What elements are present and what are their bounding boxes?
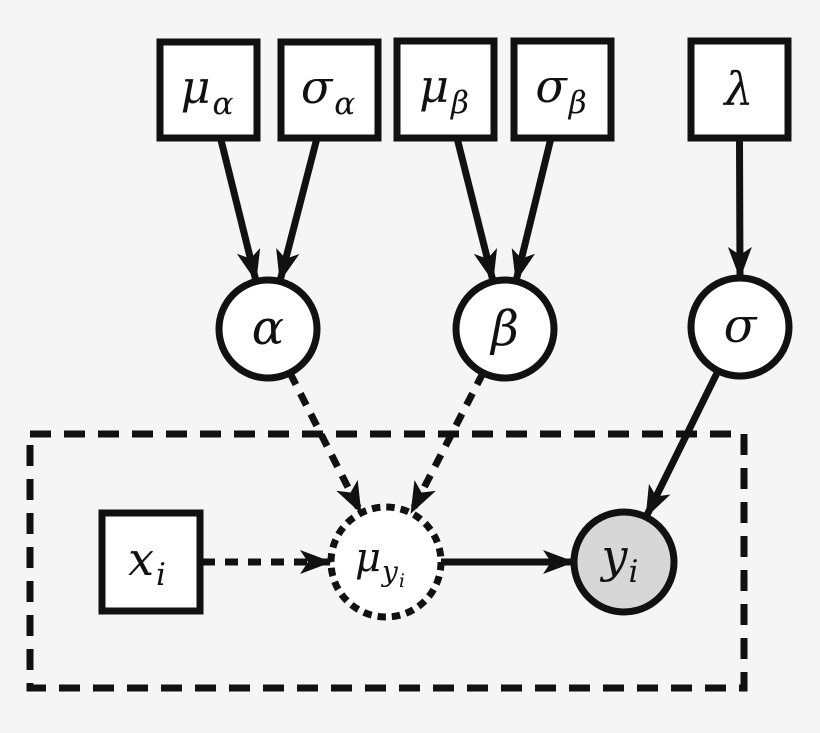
node-mu-beta: μβ xyxy=(393,37,498,142)
edge-alpha-to-mu-y-i xyxy=(286,371,365,515)
plate-boundary xyxy=(26,430,748,692)
node-x-i: xi xyxy=(98,509,204,615)
x-i-label: xi xyxy=(128,532,166,593)
alpha-label: α xyxy=(252,300,284,356)
edge-mu-alpha-to-alpha xyxy=(217,137,261,282)
mu-beta-box xyxy=(393,37,498,142)
sigma-label: σ xyxy=(724,298,758,354)
edge-sigma-to-y-i xyxy=(642,369,722,519)
mu-y-i-label: μyi xyxy=(355,535,405,592)
node-alpha: α xyxy=(215,276,321,382)
y-i-label: yi xyxy=(600,529,639,590)
beta-label: β xyxy=(489,301,519,357)
sigma-beta-label: σβ xyxy=(535,59,586,121)
edge-sigma-alpha-to-alpha xyxy=(276,137,321,282)
alpha-circle xyxy=(215,276,321,382)
sigma-alpha-box xyxy=(277,38,382,142)
lambda-label: λ xyxy=(722,62,753,116)
mu-alpha-label: μα xyxy=(181,60,234,122)
edge-beta-to-mu-y-i xyxy=(407,371,487,515)
mu-beta-label: μβ xyxy=(419,59,469,121)
edge-sigma-beta-to-beta xyxy=(511,137,555,282)
edges xyxy=(202,137,752,574)
node-sigma-beta: σβ xyxy=(510,37,615,142)
node-mu-alpha: μα xyxy=(156,38,261,142)
x-i-box xyxy=(98,509,204,615)
sigma-alpha-label: σα xyxy=(301,60,355,122)
node-lambda: λ xyxy=(687,37,792,142)
edge-mu-beta-to-beta xyxy=(453,137,498,282)
node-mu-y-i: μyi xyxy=(327,503,445,621)
sigma-beta-box xyxy=(510,37,615,142)
node-beta: β xyxy=(452,276,558,382)
mu-alpha-box xyxy=(156,38,261,142)
beta-circle xyxy=(452,276,558,382)
node-sigma: σ xyxy=(687,274,793,380)
node-y-i: yi xyxy=(570,508,678,616)
node-sigma-alpha: σα xyxy=(277,38,382,142)
edge-lambda-to-sigma xyxy=(727,137,752,279)
